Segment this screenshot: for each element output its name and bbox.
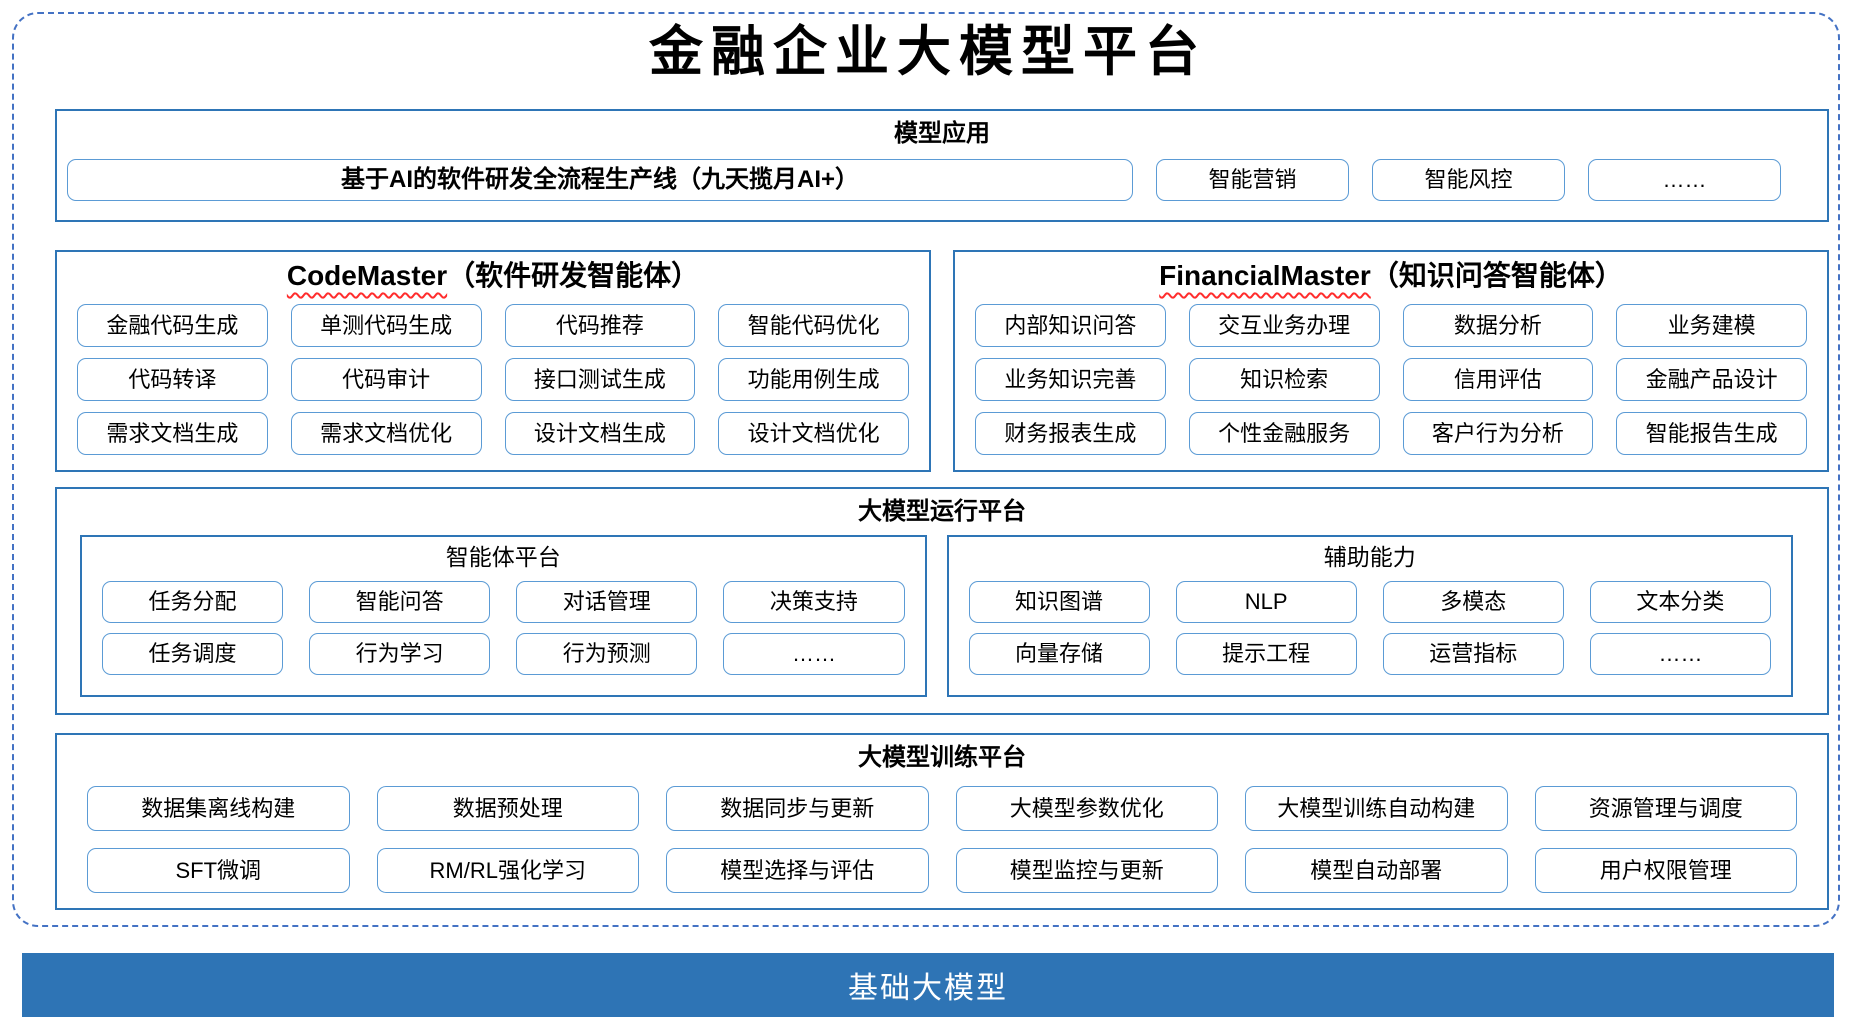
model-applications-title: 模型应用	[894, 120, 990, 147]
capability-box-ellipsis: ……	[723, 632, 905, 675]
diagram-title: 金融企业大模型平台	[649, 19, 1207, 83]
model-applications-row: 基于AI的软件研发全流程生产线（九天揽月AI+） 智能营销 智能风控 ……	[67, 159, 1781, 201]
capability-box: 文本分类	[1589, 580, 1771, 623]
capability-box: 模型选择与评估	[666, 848, 929, 893]
capability-box: 行为预测	[516, 632, 698, 675]
capability-box: 行为学习	[309, 632, 491, 675]
agent-platform-grid: 任务分配 智能问答 对话管理 决策支持 任务调度 行为学习 行为预测 ……	[102, 580, 905, 675]
capability-box: SFT微调	[87, 848, 350, 893]
capability-box: 内部知识问答	[975, 304, 1166, 348]
capability-box: 数据预处理	[376, 786, 639, 831]
capability-box: 智能问答	[309, 580, 491, 623]
capability-box: 智能代码优化	[718, 304, 909, 348]
capability-box: 代码推荐	[504, 304, 696, 348]
capability-box: RM/RL强化学习	[376, 848, 639, 893]
codemaster-title-en: CodeMaster	[286, 260, 448, 291]
capability-box: 功能用例生成	[718, 358, 909, 402]
aux-capability-grid: 知识图谱 NLP 多模态 文本分类 向量存储 提示工程 运营指标 ……	[968, 580, 1771, 675]
codemaster-grid: 金融代码生成 单测代码生成 代码推荐 智能代码优化 代码转译 代码审计 接口测试…	[77, 304, 909, 456]
capability-box: 个性金融服务	[1188, 412, 1380, 456]
capability-box: NLP	[1175, 580, 1357, 623]
capability-box: 单测代码生成	[290, 304, 482, 348]
capability-box: 财务报表生成	[975, 412, 1166, 456]
financialmaster-title: FinancialMaster（知识问答智能体）	[975, 258, 1807, 294]
capability-box: 对话管理	[516, 580, 698, 623]
aux-capability-panel: 辅助能力 知识图谱 NLP 多模态 文本分类 向量存储 提示工程 运营指标 ……	[946, 535, 1793, 697]
financialmaster-title-zh: （知识问答智能体）	[1370, 260, 1623, 291]
agent-platform-title: 智能体平台	[445, 544, 561, 570]
capability-box: 设计文档优化	[718, 412, 909, 456]
base-model-label: 基础大模型	[848, 972, 1008, 1005]
capability-box: 业务建模	[1616, 304, 1807, 348]
capability-box: 模型自动部署	[1245, 848, 1508, 893]
app-box: 智能风控	[1372, 159, 1565, 201]
capability-box: 提示工程	[1175, 632, 1357, 675]
capability-box: 设计文档生成	[504, 412, 696, 456]
app-box: 智能营销	[1156, 159, 1349, 201]
runtime-platform-title: 大模型运行平台	[858, 498, 1026, 525]
section-financialmaster: FinancialMaster（知识问答智能体） 内部知识问答 交互业务办理 数…	[953, 250, 1829, 472]
capability-box: 金融产品设计	[1616, 358, 1807, 402]
capability-box: 信用评估	[1402, 358, 1594, 402]
capability-box: 接口测试生成	[504, 358, 696, 402]
capability-box: 决策支持	[723, 580, 905, 623]
capability-box: 数据同步与更新	[666, 786, 929, 831]
capability-box: 任务分配	[102, 580, 284, 623]
financialmaster-title-en: FinancialMaster	[1159, 260, 1371, 291]
capability-box: 大模型训练自动构建	[1245, 786, 1508, 831]
section-model-applications: 模型应用 基于AI的软件研发全流程生产线（九天揽月AI+） 智能营销 智能风控 …	[55, 109, 1829, 222]
capability-box: 数据分析	[1402, 304, 1594, 348]
base-model-bar: 基础大模型	[22, 953, 1834, 1017]
capability-box: 模型监控与更新	[955, 848, 1218, 893]
capability-box: 金融代码生成	[77, 304, 268, 348]
codemaster-title: CodeMaster（软件研发智能体）	[77, 258, 909, 294]
outer-dashed-frame	[12, 12, 1840, 927]
capability-box: 需求文档优化	[290, 412, 482, 456]
capability-box: 代码审计	[290, 358, 482, 402]
capability-box-ellipsis: ……	[1589, 632, 1771, 675]
codemaster-title-zh: （软件研发智能体）	[447, 260, 700, 291]
capability-box: 数据集离线构建	[87, 786, 350, 831]
capability-box: 交互业务办理	[1188, 304, 1380, 348]
capability-box: 知识检索	[1188, 358, 1380, 402]
section-runtime-platform: 大模型运行平台 智能体平台 任务分配 智能问答 对话管理 决策支持 任务调度 行…	[55, 487, 1829, 715]
aux-capability-title: 辅助能力	[1323, 544, 1416, 570]
section-codemaster: CodeMaster（软件研发智能体） 金融代码生成 单测代码生成 代码推荐 智…	[55, 250, 931, 472]
capability-box: 知识图谱	[968, 580, 1150, 623]
capability-box: 资源管理与调度	[1534, 786, 1797, 831]
capability-box: 多模态	[1382, 580, 1564, 623]
training-platform-title: 大模型训练平台	[858, 744, 1026, 771]
capability-box: 向量存储	[968, 632, 1150, 675]
section-training-platform: 大模型训练平台 数据集离线构建 数据预处理 数据同步与更新 大模型参数优化 大模…	[55, 733, 1829, 910]
training-grid: 数据集离线构建 数据预处理 数据同步与更新 大模型参数优化 大模型训练自动构建 …	[87, 786, 1797, 893]
capability-box: 任务调度	[102, 632, 284, 675]
capability-box: 运营指标	[1382, 632, 1564, 675]
capability-box: 业务知识完善	[975, 358, 1166, 402]
capability-box: 大模型参数优化	[955, 786, 1218, 831]
runtime-inner-row: 智能体平台 任务分配 智能问答 对话管理 决策支持 任务调度 行为学习 行为预测…	[80, 535, 1793, 697]
financialmaster-grid: 内部知识问答 交互业务办理 数据分析 业务建模 业务知识完善 知识检索 信用评估…	[975, 304, 1807, 456]
capability-box: 客户行为分析	[1402, 412, 1594, 456]
capability-box: 智能报告生成	[1616, 412, 1807, 456]
capability-box: 代码转译	[77, 358, 268, 402]
ai-pipeline-box: 基于AI的软件研发全流程生产线（九天揽月AI+）	[67, 159, 1133, 201]
capability-box: 需求文档生成	[77, 412, 268, 456]
app-box-ellipsis: ……	[1588, 159, 1781, 201]
capability-box: 用户权限管理	[1534, 848, 1797, 893]
agent-sections-row: CodeMaster（软件研发智能体） 金融代码生成 单测代码生成 代码推荐 智…	[55, 250, 1829, 472]
agent-platform-panel: 智能体平台 任务分配 智能问答 对话管理 决策支持 任务调度 行为学习 行为预测…	[80, 535, 927, 697]
